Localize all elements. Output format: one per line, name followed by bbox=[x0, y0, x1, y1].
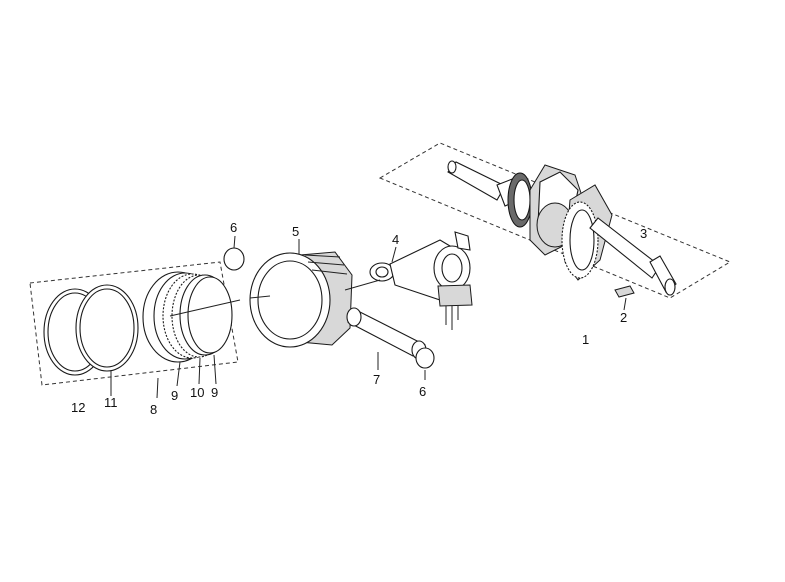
circlip-upper bbox=[223, 247, 245, 271]
callout-9-right: 9 bbox=[211, 385, 218, 400]
callout-3: 3 bbox=[640, 226, 647, 241]
callout-8: 8 bbox=[150, 402, 157, 417]
piston-ring-set-frame bbox=[29, 261, 239, 386]
callout-10: 10 bbox=[190, 385, 204, 400]
callout-12: 12 bbox=[71, 400, 85, 415]
piston-pin bbox=[346, 307, 427, 360]
crankshaft-group bbox=[378, 142, 732, 299]
callout-2: 2 bbox=[620, 310, 627, 325]
oil-ring-assembly bbox=[142, 271, 233, 363]
callout-7: 7 bbox=[373, 372, 380, 387]
callout-6-circlip-lower: 6 bbox=[419, 384, 426, 399]
piston bbox=[249, 251, 353, 348]
callout-1: 1 bbox=[582, 332, 589, 347]
callout-labels: 1 2 3 4 5 6 6 7 8 9 9 10 11 12 bbox=[71, 220, 647, 417]
circlip-lower bbox=[415, 347, 435, 369]
callout-11: 11 bbox=[104, 395, 118, 410]
callout-6-circlip-upper: 6 bbox=[230, 220, 237, 235]
callout-4: 4 bbox=[392, 232, 399, 247]
callout-9-left: 9 bbox=[171, 388, 178, 403]
leader-lines bbox=[110, 235, 627, 399]
crankshaft bbox=[447, 160, 677, 296]
piston-ring-set bbox=[29, 261, 239, 386]
callout-5: 5 bbox=[292, 224, 299, 239]
woodruff-key bbox=[614, 285, 635, 298]
ring-11 bbox=[75, 284, 139, 372]
connecting-rod bbox=[369, 231, 473, 330]
